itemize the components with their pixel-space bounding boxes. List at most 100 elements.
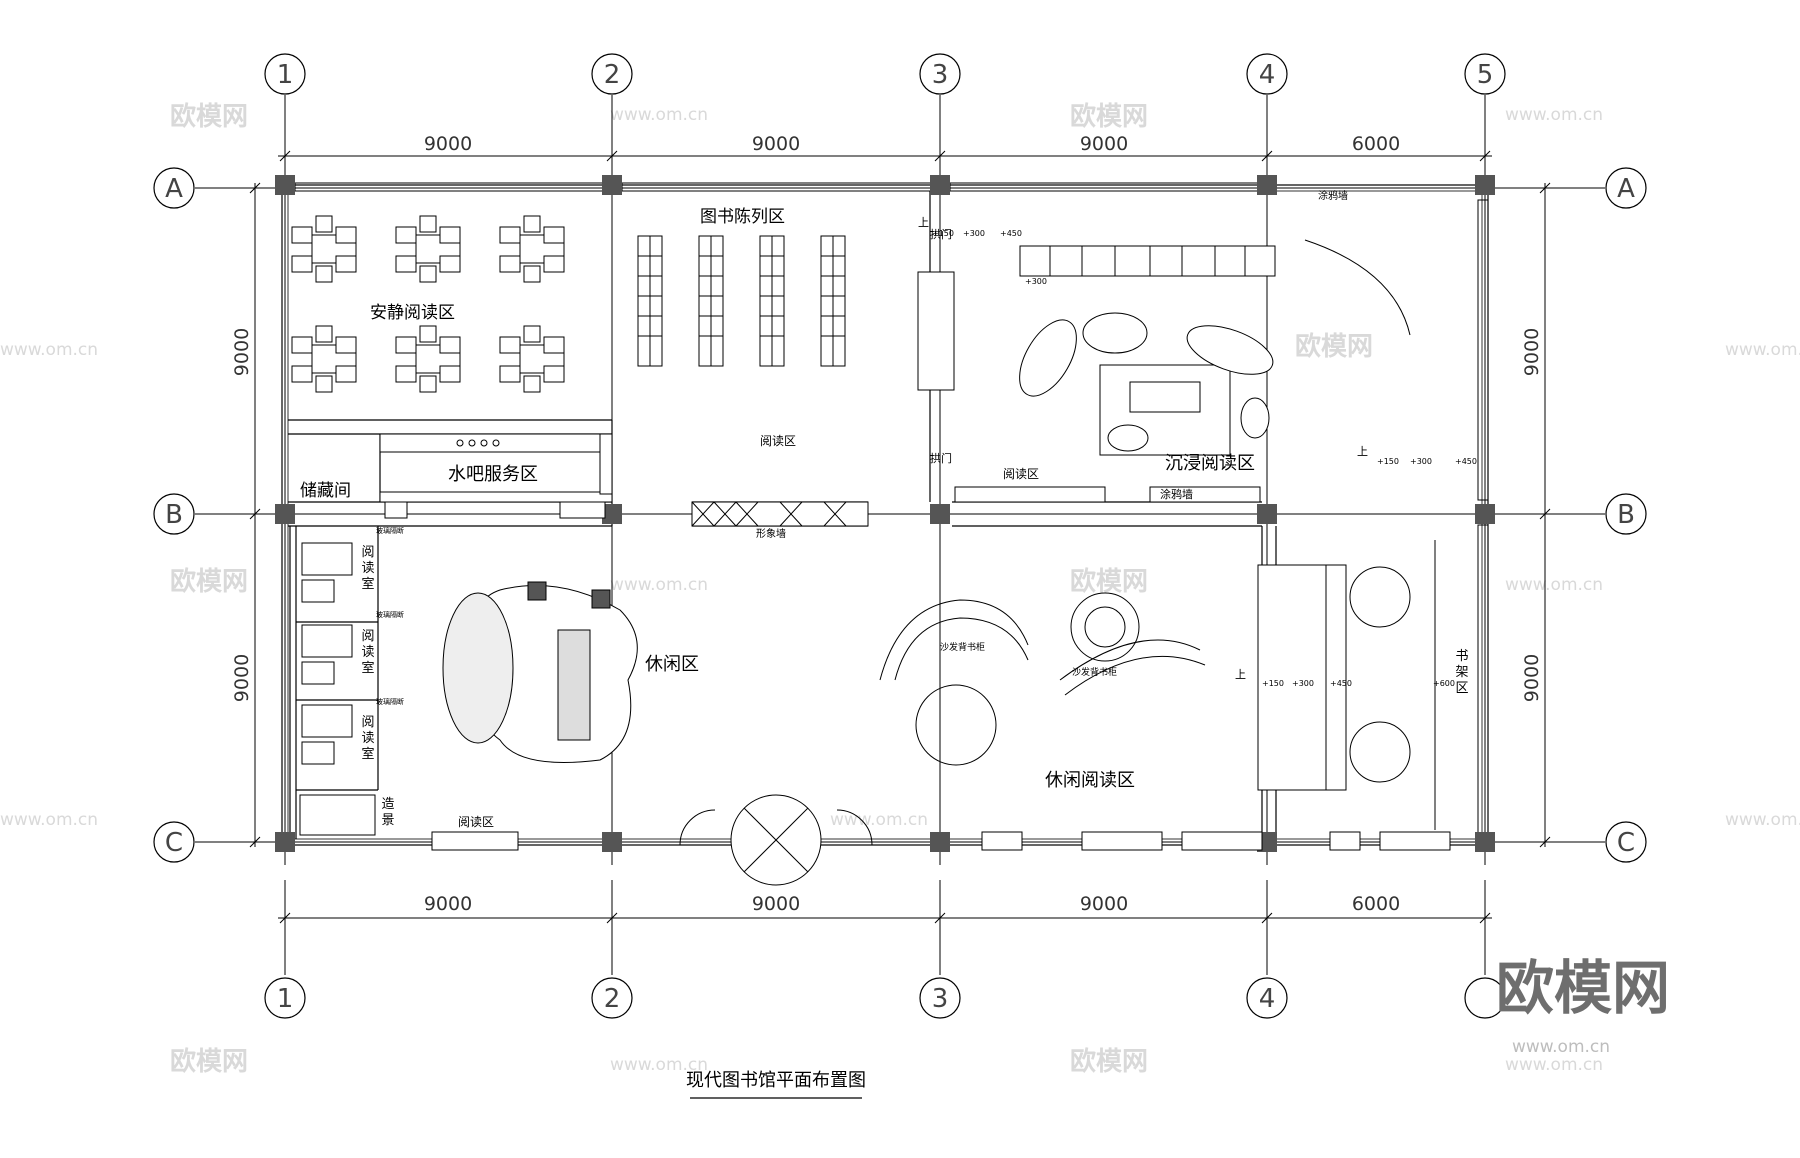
watermark-brand: 欧模网 bbox=[170, 101, 248, 132]
level-c-600: +600 bbox=[1433, 679, 1455, 688]
vertical-text: 阅读室 bbox=[361, 545, 374, 592]
room-label-bookshelf-zone: 书架区 bbox=[1455, 649, 1468, 696]
vertical-char: 阅 bbox=[361, 629, 374, 644]
room-label-sofa-shelf-2: 沙发背书柜 bbox=[1072, 666, 1117, 678]
vertical-labels: 阅读室 阅读室 阅读室 造景 书架区 bbox=[361, 545, 1468, 828]
room-label-landscape: 造景 bbox=[381, 797, 394, 828]
room-label-arch-door-2: 拱门 bbox=[930, 451, 952, 465]
level-c-150: +150 bbox=[1262, 679, 1284, 688]
top-dimension-line bbox=[278, 150, 1492, 162]
room-label-storage: 储藏间 bbox=[300, 481, 351, 501]
dim-bottom-1: 9000 bbox=[424, 893, 472, 915]
dim-top-4: 6000 bbox=[1352, 133, 1400, 155]
vertical-text: 造景 bbox=[381, 797, 394, 828]
entrance-revolving-door bbox=[679, 794, 873, 886]
watermark-brand: 欧模网 bbox=[1070, 101, 1148, 132]
vertical-char: 书 bbox=[1455, 649, 1468, 664]
immersive-furniture bbox=[917, 228, 1422, 503]
axis-label-a: A bbox=[165, 174, 183, 204]
vertical-char: 阅 bbox=[361, 715, 374, 730]
bookshelf-zone-furniture bbox=[1257, 540, 1436, 830]
vertical-text: 阅读室 bbox=[361, 629, 374, 676]
room-label-partition-2: 玻璃隔断 bbox=[376, 610, 404, 619]
vertical-char: 室 bbox=[361, 746, 374, 762]
vertical-text: 书架区 bbox=[1455, 649, 1468, 696]
dim-right-1: 9000 bbox=[1521, 328, 1543, 376]
desk-group bbox=[395, 325, 461, 393]
level-a-150: +150 bbox=[932, 229, 954, 238]
axis-label-b: B bbox=[165, 500, 183, 530]
room-label-reading-upper: 阅读区 bbox=[760, 434, 796, 448]
desk-group bbox=[291, 325, 357, 393]
axis-label-a: A bbox=[1617, 174, 1635, 204]
level-b-300: +300 bbox=[1410, 457, 1432, 466]
vertical-char: 阅 bbox=[361, 545, 374, 560]
axis-label-c: C bbox=[165, 828, 183, 858]
dim-top-1: 9000 bbox=[424, 133, 472, 155]
brand-logo-text: 欧模网 bbox=[1496, 954, 1670, 1022]
vertical-char: 区 bbox=[1455, 681, 1468, 696]
room-label-reading-room-1: 阅读室 bbox=[361, 545, 374, 592]
axis-label-3: 3 bbox=[932, 984, 949, 1014]
vertical-text: 阅读室 bbox=[361, 715, 374, 762]
axis-label-1: 1 bbox=[277, 60, 294, 90]
level-a-300b: +300 bbox=[1025, 277, 1047, 286]
watermark-url: www.om.cn bbox=[0, 810, 98, 830]
room-label-reading-bottom: 阅读区 bbox=[458, 815, 494, 829]
watermark-brand: 欧模网 bbox=[1070, 566, 1148, 597]
level-up-2: 上 bbox=[1235, 668, 1246, 681]
dim-right-2: 9000 bbox=[1521, 654, 1543, 702]
room-label-water-bar: 水吧服务区 bbox=[448, 464, 538, 485]
leisure-furniture bbox=[442, 581, 638, 763]
room-label-sofa-shelf-1: 沙发背书柜 bbox=[940, 641, 985, 653]
image-wall-counter bbox=[691, 501, 869, 527]
leisure-reading-furniture bbox=[879, 592, 1206, 766]
level-a-300: +300 bbox=[963, 229, 985, 238]
vertical-char: 架 bbox=[1455, 665, 1468, 680]
room-label-partition-1: 玻璃隔断 bbox=[376, 526, 404, 535]
dim-left-2: 9000 bbox=[231, 654, 253, 702]
axis-label-1: 1 bbox=[277, 984, 294, 1014]
level-up-3: 上 bbox=[1357, 445, 1368, 458]
dim-top-3: 9000 bbox=[1080, 133, 1128, 155]
reading-room-furniture bbox=[299, 542, 376, 836]
bottom-benches bbox=[431, 831, 1451, 851]
room-label-graffiti-wall-top: 涂鸦墙 bbox=[1318, 189, 1348, 202]
room-label-immersive-reading: 沉浸阅读区 bbox=[1165, 453, 1255, 474]
bottom-dimension-line bbox=[278, 912, 1492, 924]
watermark-url: www.om.cn bbox=[610, 575, 708, 595]
left-dimension-line bbox=[249, 182, 261, 848]
water-bar-counter bbox=[379, 433, 613, 519]
watermark-brand: 欧模网 bbox=[170, 1046, 248, 1077]
level-markers: 上 上 上 +150 +300 +450 +300 +150 +300 +450… bbox=[918, 216, 1477, 688]
watermark-url: www.om.cn bbox=[610, 1055, 708, 1075]
axis-label-3: 3 bbox=[932, 60, 949, 90]
watermark-brand: 欧模网 bbox=[1295, 331, 1373, 362]
dimension-texts: 9000 9000 9000 6000 9000 9000 9000 6000 … bbox=[231, 133, 1543, 915]
desk-group bbox=[291, 215, 357, 283]
watermark-url: www.om.cn bbox=[1505, 575, 1603, 595]
vertical-char: 造 bbox=[381, 797, 394, 812]
axis-label-2: 2 bbox=[604, 984, 621, 1014]
room-label-leisure: 休闲区 bbox=[645, 654, 699, 675]
room-label-image-wall: 形象墙 bbox=[756, 527, 786, 540]
axis-bubbles bbox=[153, 53, 1647, 1019]
vertical-char: 室 bbox=[361, 576, 374, 592]
watermark-url: www.om.cn bbox=[1725, 810, 1800, 830]
level-c-300: +300 bbox=[1292, 679, 1314, 688]
dim-left-1: 9000 bbox=[231, 328, 253, 376]
drawing-title-text: 现代图书馆平面布置图 bbox=[686, 1070, 866, 1091]
axis-label-5: 5 bbox=[1477, 60, 1494, 90]
axis-label-b: B bbox=[1617, 500, 1635, 530]
brand-logo: 欧模网 www.om.cn bbox=[1496, 954, 1670, 1057]
level-c-450: +450 bbox=[1330, 679, 1352, 688]
watermark-url: www.om.cn bbox=[610, 105, 708, 125]
room-label-book-display: 图书陈列区 bbox=[700, 207, 785, 227]
axis-label-4: 4 bbox=[1259, 60, 1276, 90]
axis-label-2: 2 bbox=[604, 60, 621, 90]
room-label-reading-room-2: 阅读室 bbox=[361, 629, 374, 676]
desk-group bbox=[499, 325, 565, 393]
dim-bottom-4: 6000 bbox=[1352, 893, 1400, 915]
vertical-char: 读 bbox=[361, 731, 374, 746]
drawing-title: 现代图书馆平面布置图 bbox=[686, 1070, 866, 1099]
